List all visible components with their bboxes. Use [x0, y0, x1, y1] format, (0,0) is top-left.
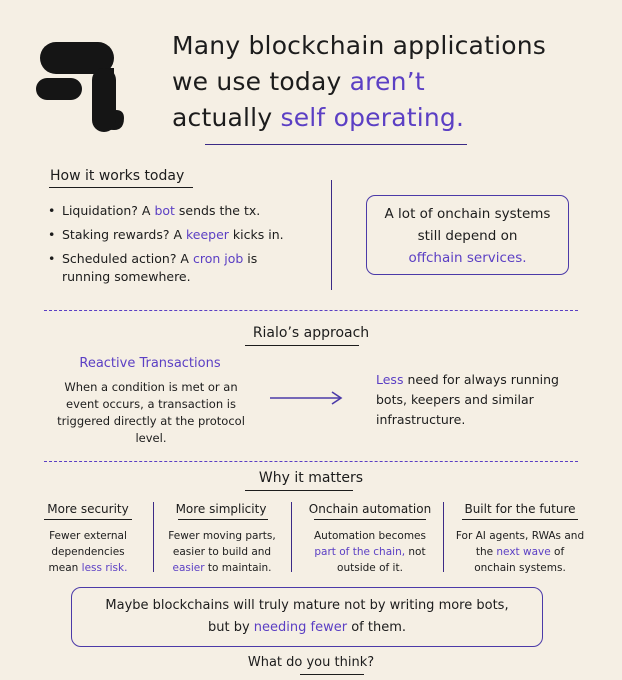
- column-body-simplicity: Fewer moving parts, easier to build and …: [166, 528, 278, 576]
- column-highlight: next wave: [496, 546, 551, 558]
- column-underline: [178, 519, 268, 520]
- column-highlight: part of the chain,: [314, 546, 406, 558]
- column-underline: [44, 519, 132, 520]
- conclusion-callout: Maybe blockchains will truly mature not …: [71, 587, 543, 647]
- conclusion-highlight: needing fewer: [253, 620, 348, 635]
- column-title-future: Built for the future: [464, 502, 576, 516]
- less-infrastructure-text: Less need for always running bots, keepe…: [376, 370, 576, 430]
- callout-highlight: offchain services.: [408, 250, 527, 266]
- headline-highlight-arent: aren’t: [349, 67, 425, 96]
- column-text: Fewer moving parts, easier to build and: [168, 530, 276, 558]
- column-divider: [443, 502, 444, 572]
- column-divider: [291, 502, 292, 572]
- headline-line1: Many blockchain applications: [172, 31, 546, 60]
- reactive-transactions-title: Reactive Transactions: [79, 356, 221, 371]
- headline: Many blockchain applications we use toda…: [172, 28, 602, 136]
- question-text: What do you think?: [247, 655, 375, 670]
- callout-line: A lot of onchain systems: [384, 206, 551, 222]
- bullet-text: Staking rewards? A: [62, 227, 186, 242]
- column-text: Fewer external dependencies mean: [48, 530, 127, 574]
- bullet-highlight: cron job: [192, 251, 244, 266]
- headline-line3: actually: [172, 103, 281, 132]
- column-text: to maintain.: [204, 562, 272, 574]
- why-it-matters-title: Why it matters: [258, 470, 364, 486]
- dashed-divider: [44, 310, 578, 311]
- why-it-matters-underline: [245, 490, 353, 491]
- bullet-text: is running somewhere.: [62, 251, 258, 284]
- headline-line2: we use today: [172, 67, 350, 96]
- column-text: not outside of it.: [337, 546, 426, 574]
- reactive-transactions-body: When a condition is met or an event occu…: [57, 380, 245, 445]
- callout-line: still depend on: [417, 228, 518, 244]
- column-title-simplicity: More simplicity: [175, 502, 267, 516]
- conclusion-line1: Maybe blockchains will truly mature not …: [105, 598, 509, 613]
- column-body-future: For AI agents, RWAs and the next wave of…: [455, 528, 585, 576]
- column-text: of onchain systems.: [474, 546, 566, 574]
- offchain-callout: A lot of onchain systems still depend on…: [366, 195, 569, 275]
- column-title-automation: Onchain automation: [308, 502, 432, 516]
- less-rest: need for always running bots, keepers an…: [376, 372, 559, 427]
- arrow-right-icon: [270, 391, 343, 405]
- bullet-text: kicks in.: [228, 227, 284, 242]
- approach-title: Rialo’s approach: [252, 325, 370, 341]
- approach-underline: [245, 345, 359, 346]
- column-body-security: Fewer external dependencies mean less ri…: [40, 528, 136, 576]
- bullet-text: Scheduled action? A: [62, 251, 193, 266]
- rialo-logo-icon: [36, 42, 124, 132]
- bullet-text: sends the tx.: [174, 203, 261, 218]
- headline-highlight-self-operating: self operating.: [280, 103, 465, 132]
- bullet-highlight: bot: [154, 203, 175, 218]
- dashed-divider: [44, 461, 578, 462]
- conclusion-line2-end: of them.: [347, 620, 407, 635]
- column-text: For AI agents, RWAs and the: [455, 530, 585, 558]
- question-underline: [300, 674, 364, 675]
- list-item: Scheduled action? A cron job is running …: [48, 250, 308, 286]
- how-it-works-title: How it works today: [50, 168, 185, 184]
- less-highlight: Less: [376, 372, 404, 387]
- column-text: Automation becomes: [314, 530, 426, 542]
- column-title-security: More security: [47, 502, 129, 516]
- bullet-highlight: keeper: [185, 227, 229, 242]
- list-item: Staking rewards? A keeper kicks in.: [48, 226, 308, 244]
- headline-underline: [205, 144, 467, 145]
- section-divider-vertical: [331, 180, 332, 290]
- column-underline: [462, 519, 578, 520]
- column-body-automation: Automation becomes part of the chain, no…: [305, 528, 435, 576]
- column-highlight: easier: [172, 562, 205, 574]
- list-item: Liquidation? A bot sends the tx.: [48, 202, 308, 220]
- how-it-works-underline: [49, 187, 193, 188]
- column-underline: [314, 519, 426, 520]
- column-divider: [153, 502, 154, 572]
- conclusion-line2: but by: [207, 620, 254, 635]
- bullet-text: Liquidation? A: [62, 203, 155, 218]
- how-it-works-list: Liquidation? A bot sends the tx. Staking…: [48, 202, 308, 292]
- column-highlight: less risk.: [81, 562, 128, 574]
